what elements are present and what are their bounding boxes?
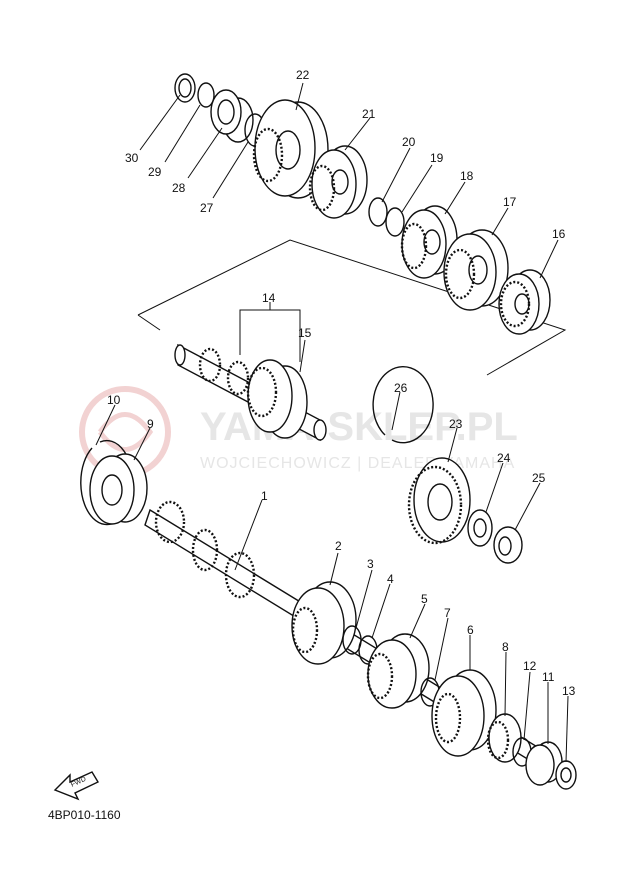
callout-14: 14 — [262, 291, 276, 305]
callout-6: 6 — [467, 623, 474, 637]
callout-13: 13 — [562, 684, 576, 698]
nut-25 — [493, 526, 523, 564]
callout-12: 12 — [523, 659, 537, 673]
bearing-9 — [89, 453, 148, 525]
callout-4: 4 — [387, 572, 394, 586]
callout-26: 26 — [394, 381, 408, 395]
diagram-code: 4BP010-1160 — [48, 808, 121, 822]
gear-17 — [443, 229, 509, 311]
callout-2: 2 — [335, 539, 342, 553]
circlip-26 — [372, 366, 434, 444]
callout-20: 20 — [402, 135, 416, 149]
callout-1: 1 — [261, 489, 268, 503]
watermark-subtitle: WOJCIECHOWICZ | DEALER YAMAHA — [200, 455, 515, 472]
lock-washer-24 — [467, 509, 493, 547]
sprocket-23 — [407, 457, 471, 545]
gear-15 — [246, 359, 308, 439]
leader-lines — [95, 82, 569, 763]
callout-7: 7 — [444, 606, 451, 620]
callout-24: 24 — [497, 451, 511, 465]
gear-21 — [308, 145, 368, 219]
gear-8 — [486, 713, 522, 763]
callout-21: 21 — [362, 107, 376, 121]
callout-30: 30 — [125, 151, 139, 165]
callout-15: 15 — [298, 326, 312, 340]
callouts: 1 2 3 4 5 6 7 8 9 10 11 12 13 14 15 16 1… — [107, 68, 576, 698]
callout-22: 22 — [296, 68, 310, 82]
gear-18 — [400, 205, 458, 279]
callout-10: 10 — [107, 393, 121, 407]
shaft-group-frame — [137, 239, 567, 376]
gear-16 — [498, 269, 551, 335]
fwd-arrow-icon: FWD — [53, 771, 99, 801]
washer-19 — [385, 207, 405, 237]
washer-29 — [197, 82, 215, 108]
top-gear-row — [174, 73, 551, 335]
callout-23: 23 — [449, 417, 463, 431]
callout-5: 5 — [421, 592, 428, 606]
gear-6 — [431, 669, 497, 757]
callout-25: 25 — [532, 471, 546, 485]
gear-5 — [366, 633, 430, 709]
callout-11: 11 — [542, 670, 555, 684]
callout-28: 28 — [172, 181, 186, 195]
main-axle-14 — [174, 343, 327, 442]
watermark-title: YAMA-SKLEP.PL — [200, 405, 518, 449]
bearing-11 — [525, 741, 563, 786]
callout-19: 19 — [430, 151, 444, 165]
circlip-20 — [368, 197, 388, 227]
callout-8: 8 — [502, 640, 509, 654]
callout-29: 29 — [148, 165, 162, 179]
callout-27: 27 — [200, 201, 214, 215]
callout-9: 9 — [147, 417, 154, 431]
callout-16: 16 — [552, 227, 566, 241]
callout-3: 3 — [367, 557, 374, 571]
callout-18: 18 — [460, 169, 474, 183]
callout-17: 17 — [503, 195, 517, 209]
circlip-30 — [174, 73, 196, 103]
nut-13 — [555, 760, 577, 790]
